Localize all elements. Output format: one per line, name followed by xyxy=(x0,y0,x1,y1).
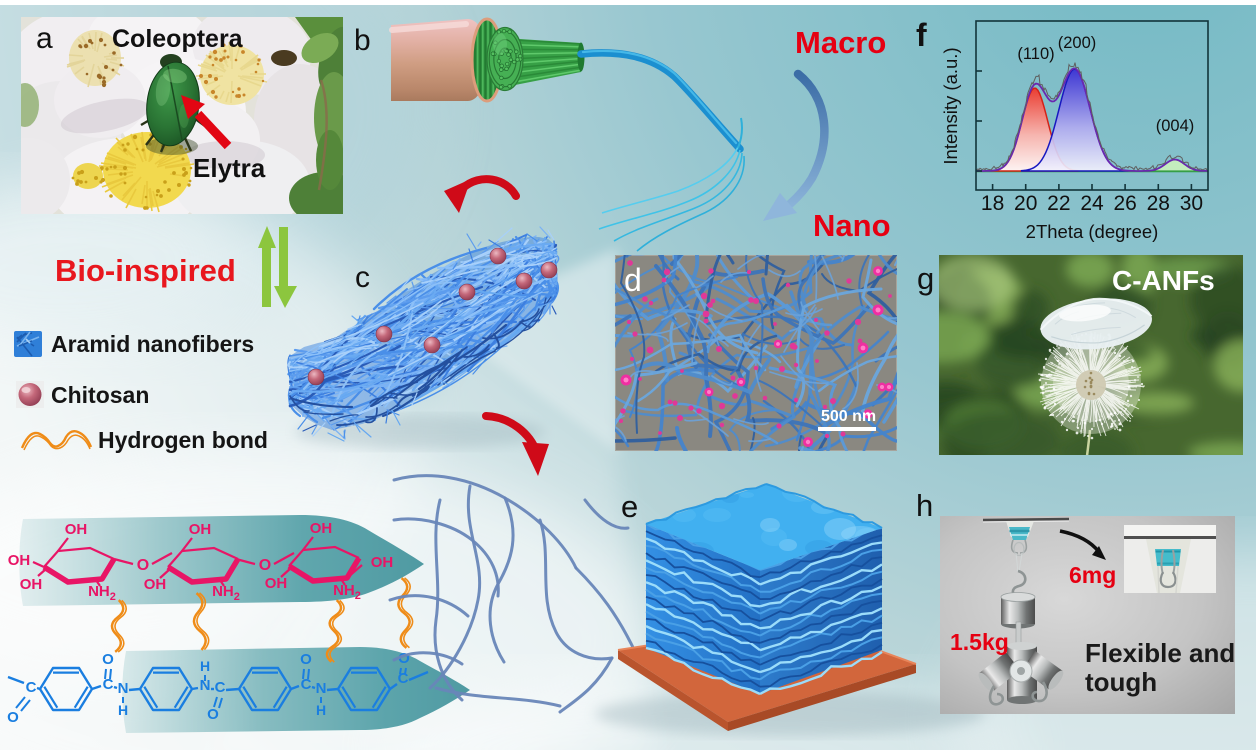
svg-text:22: 22 xyxy=(1047,192,1070,215)
svg-text:O: O xyxy=(7,709,19,726)
svg-text:OH: OH xyxy=(310,520,333,537)
svg-text:C-ANFs: C-ANFs xyxy=(1112,265,1215,296)
svg-text:(004): (004) xyxy=(1156,117,1195,135)
svg-text:Elytra: Elytra xyxy=(193,153,266,183)
svg-text:(200): (200) xyxy=(1058,34,1097,52)
svg-text:b: b xyxy=(354,24,371,57)
svg-text:d: d xyxy=(624,262,642,298)
svg-text:C: C xyxy=(103,676,114,693)
svg-text:(110): (110) xyxy=(1017,45,1054,63)
svg-text:1.5kg: 1.5kg xyxy=(950,629,1009,655)
svg-text:h: h xyxy=(916,488,933,523)
svg-text:OH: OH xyxy=(8,552,31,569)
svg-text:28: 28 xyxy=(1147,192,1170,215)
svg-text:Intensity (a.u.): Intensity (a.u.) xyxy=(940,47,961,164)
svg-text:Bio-inspired: Bio-inspired xyxy=(55,253,236,288)
svg-text:18: 18 xyxy=(981,192,1004,215)
svg-text:Coleoptera: Coleoptera xyxy=(112,25,244,53)
svg-text:O: O xyxy=(137,557,149,574)
svg-text:Aramid nanofibers: Aramid nanofibers xyxy=(51,331,254,357)
svg-text:OH: OH xyxy=(144,576,167,593)
svg-text:OH: OH xyxy=(65,521,88,538)
svg-text:26: 26 xyxy=(1113,192,1136,215)
svg-text:24: 24 xyxy=(1080,192,1104,215)
svg-text:N: N xyxy=(316,680,327,697)
svg-text:O: O xyxy=(207,706,219,723)
svg-text:20: 20 xyxy=(1014,192,1037,215)
svg-text:H: H xyxy=(118,702,128,718)
svg-text:Macro: Macro xyxy=(795,25,886,60)
svg-text:OH: OH xyxy=(20,576,43,593)
svg-text:Chitosan: Chitosan xyxy=(51,382,149,408)
svg-text:OH: OH xyxy=(265,575,288,592)
svg-text:N: N xyxy=(200,677,211,694)
svg-text:30: 30 xyxy=(1180,192,1203,215)
svg-text:OH: OH xyxy=(189,521,212,538)
svg-text:e: e xyxy=(621,489,638,524)
svg-text:c: c xyxy=(355,261,370,294)
svg-text:Hydrogen bond: Hydrogen bond xyxy=(98,427,268,453)
svg-text:H: H xyxy=(200,658,210,674)
svg-text:O: O xyxy=(259,557,271,574)
svg-text:g: g xyxy=(917,261,934,296)
svg-text:C: C xyxy=(26,679,37,696)
svg-text:tough: tough xyxy=(1085,667,1157,697)
svg-text:C: C xyxy=(301,676,312,693)
svg-text:NH2: NH2 xyxy=(333,582,361,602)
svg-text:O: O xyxy=(102,651,114,668)
svg-text:OH: OH xyxy=(371,554,394,571)
svg-text:f: f xyxy=(916,17,927,53)
svg-text:Flexible and: Flexible and xyxy=(1085,638,1235,668)
svg-text:6mg: 6mg xyxy=(1069,562,1116,588)
svg-text:500 nm: 500 nm xyxy=(821,408,876,425)
svg-text:N: N xyxy=(118,680,129,697)
svg-text:O: O xyxy=(300,651,312,668)
svg-text:H: H xyxy=(316,702,326,718)
svg-text:2Theta (degree): 2Theta (degree) xyxy=(1026,221,1159,242)
svg-text:a: a xyxy=(36,22,53,55)
svg-text:NH2: NH2 xyxy=(212,583,240,603)
svg-text:NH2: NH2 xyxy=(88,583,116,603)
svg-text:Nano: Nano xyxy=(813,208,891,243)
svg-text:C: C xyxy=(215,679,226,696)
svg-text:C: C xyxy=(398,670,409,687)
